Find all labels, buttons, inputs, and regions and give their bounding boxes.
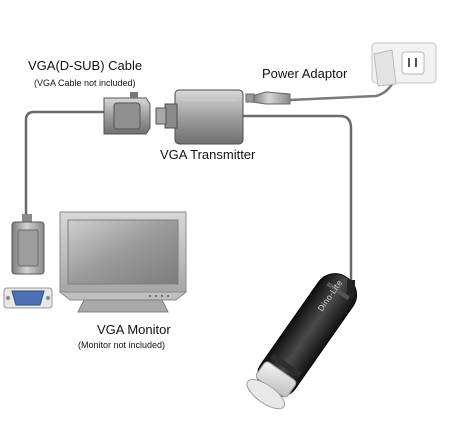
vga-monitor-connector [11, 214, 45, 275]
power-plug [245, 42, 437, 105]
vga-monitor-label: VGA Monitor [97, 322, 171, 337]
transmitter-to-microscope-cable [243, 114, 353, 282]
vga-cable-label: VGA(D-SUB) Cable [28, 58, 143, 73]
digital-microscope [246, 273, 358, 410]
vga-cable-connector [103, 92, 151, 135]
monitor-note: (Monitor not included) [78, 340, 166, 350]
vga-cable-left [24, 110, 104, 222]
vga-transmitter-label: VGA Transmitter [160, 147, 256, 162]
vga-cable-note: (VGA Cable not included) [34, 78, 136, 88]
power-adaptor-label: Power Adaptor [262, 66, 348, 81]
vga-monitor [58, 211, 188, 313]
vga-transmitter-device [155, 89, 244, 145]
vga-port [3, 287, 53, 309]
